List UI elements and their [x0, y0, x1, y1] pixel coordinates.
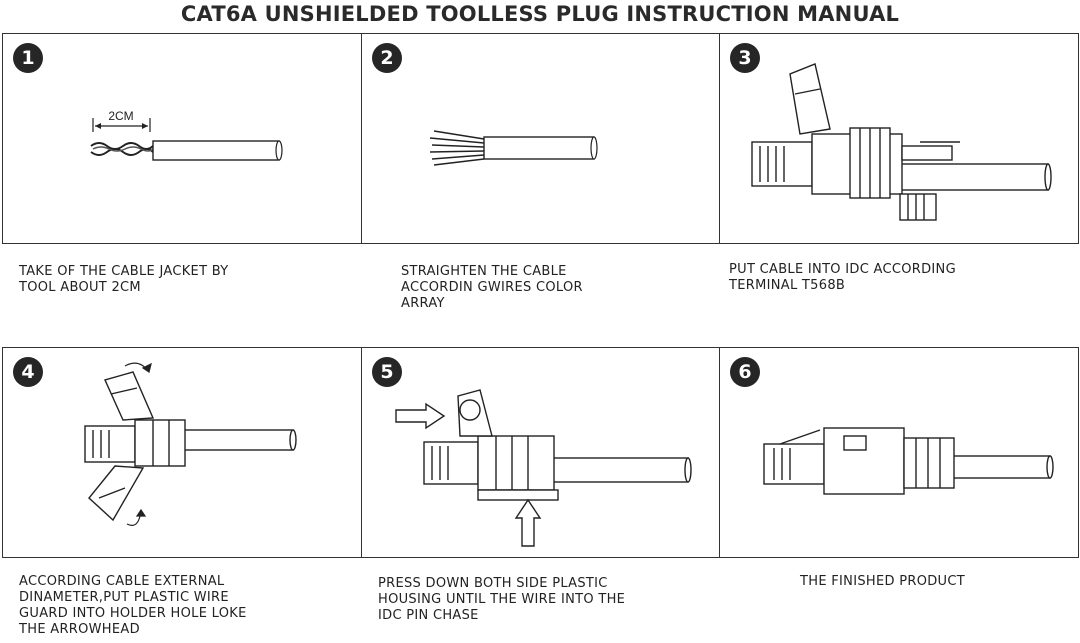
step-3-number: 3	[730, 43, 760, 73]
step-3-illustration	[751, 63, 1052, 221]
step-6-caption: THE FINISHED PRODUCT	[800, 574, 965, 589]
step-6-number: 6	[730, 357, 760, 387]
step-5-panel: 5	[361, 347, 720, 558]
step-1-illustration: 2CM	[90, 109, 283, 161]
step-5-number: 5	[372, 357, 402, 387]
step-1-caption: TAKE OF THE CABLE JACKET BY TOOL ABOUT 2…	[19, 264, 229, 295]
step-2-illustration	[429, 130, 598, 166]
step-2-number: 2	[372, 43, 402, 73]
step-6-panel: 6	[719, 347, 1079, 558]
step-2-caption: STRAIGHTEN THE CABLE ACCORDIN GWIRES COL…	[401, 264, 583, 311]
step-4-illustration	[84, 362, 297, 526]
step-4-number: 4	[13, 357, 43, 387]
step-3-panel: 3	[719, 33, 1079, 244]
step-2-panel: 2	[361, 33, 720, 244]
step-5-caption: PRESS DOWN BOTH SIDE PLASTIC HOUSING UNT…	[378, 576, 626, 623]
page-title: CAT6A UNSHIELDED TOOLLESS PLUG INSTRUCTI…	[180, 2, 900, 26]
step-6-illustration	[763, 427, 1054, 495]
measure-label: 2CM	[108, 109, 133, 123]
step-4-caption: ACCORDING CABLE EXTERNAL DINAMETER,PUT P…	[19, 574, 247, 637]
step-1-panel: 1 2CM	[2, 33, 362, 244]
step-3-caption: PUT CABLE INTO IDC ACCORDING TERMINAL T5…	[729, 262, 956, 293]
step-1-number: 1	[13, 43, 43, 73]
step-5-illustration	[395, 389, 692, 547]
step-4-panel: 4	[2, 347, 362, 558]
